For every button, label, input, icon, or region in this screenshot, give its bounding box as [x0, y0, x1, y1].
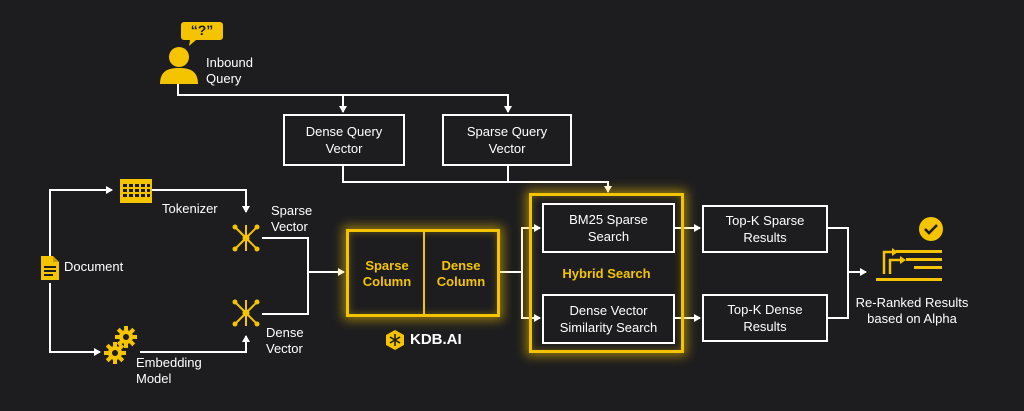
ranked-results-icon	[876, 244, 946, 284]
topk-dense-results-box: Top-K Dense Results	[702, 294, 828, 342]
sparse-column-label: Sparse Column	[362, 258, 412, 289]
dense-query-vector-box: Dense Query Vector	[283, 114, 405, 166]
sparse-vector-node-icon	[230, 222, 262, 254]
document-icon	[40, 255, 60, 281]
tokenizer-grid-icon	[119, 178, 153, 204]
dense-vector-label: Dense Vector	[266, 325, 304, 356]
speech-bubble-icon: “?”	[180, 20, 224, 46]
hybrid-search-label: Hybrid Search	[562, 266, 651, 281]
speech-bubble-text: “?”	[190, 22, 214, 38]
sparse-query-vector-box: Sparse Query Vector	[442, 114, 572, 166]
hybrid-search-box	[529, 193, 684, 353]
dense-vector-similarity-search-box: Dense Vector Similarity Search	[542, 294, 675, 344]
embedding-model-label: Embedding Model	[136, 355, 202, 386]
dense-vector-node-icon	[230, 297, 262, 329]
dense-column-label: Dense Column	[436, 258, 486, 289]
user-icon	[158, 44, 200, 86]
document-label: Document	[64, 259, 124, 274]
bm25-sparse-search-box: BM25 Sparse Search	[542, 203, 675, 253]
kdbai-table-box	[346, 229, 500, 317]
column-divider	[423, 232, 425, 314]
topk-sparse-results-box: Top-K Sparse Results	[702, 205, 828, 253]
tokenizer-label: Tokenizer	[162, 201, 218, 216]
checkmark-icon	[918, 216, 944, 242]
sparse-vector-label: Sparse Vector	[271, 203, 313, 234]
gears-icon	[104, 326, 138, 364]
inbound-query-label: Inbound Query	[206, 55, 253, 86]
kdbai-logo-text: KDB.AI	[410, 331, 462, 348]
kdbai-logo-icon	[384, 329, 406, 351]
reranked-results-label: Re-Ranked Results based on Alpha	[855, 295, 969, 326]
